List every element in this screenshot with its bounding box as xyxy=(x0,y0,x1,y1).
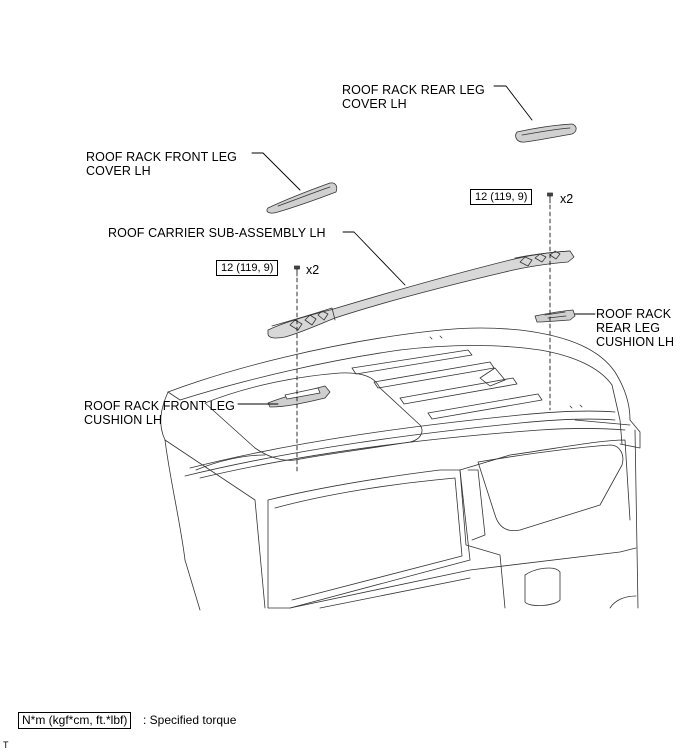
bolt-front xyxy=(294,265,300,277)
install-lines xyxy=(296,204,551,473)
front-leg-cover-part xyxy=(266,182,338,214)
quantity-front: x2 xyxy=(306,263,320,277)
front-leg-cushion-part xyxy=(267,385,331,408)
bolt-rear xyxy=(547,192,553,204)
figure-code: T xyxy=(3,740,9,750)
rear-leg-cover-part xyxy=(515,123,577,143)
leader-lines xyxy=(237,85,596,405)
legend-meaning: : Specified torque xyxy=(143,713,237,727)
label-roof-carrier: ROOF CARRIER SUB-ASSEMBLY LH xyxy=(108,226,326,240)
legend-unit-box: N*m (kgf*cm, ft.*lbf) xyxy=(18,712,132,729)
torque-box-rear: 12 (119, 9) xyxy=(470,189,533,205)
quantity-rear: x2 xyxy=(560,192,574,206)
roof-carrier-rail xyxy=(267,250,575,339)
label-rear-leg-cushion: ROOF RACK REAR LEG CUSHION LH xyxy=(596,307,675,349)
label-front-leg-cushion: ROOF RACK FRONT LEG CUSHION LH xyxy=(84,399,235,427)
rear-leg-cushion-part xyxy=(534,309,576,323)
torque-box-front: 12 (119, 9) xyxy=(216,260,279,276)
label-front-leg-cover: ROOF RACK FRONT LEG COVER LH xyxy=(86,150,237,178)
vehicle-body xyxy=(160,327,641,611)
label-rear-leg-cover: ROOF RACK REAR LEG COVER LH xyxy=(342,83,485,111)
